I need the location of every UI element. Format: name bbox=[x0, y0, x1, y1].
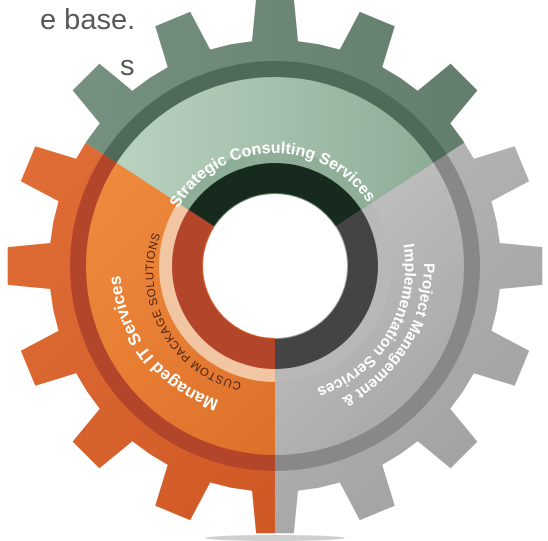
ring-top-rim bbox=[70, 61, 480, 266]
band-strategic-consulting bbox=[86, 77, 464, 266]
gear-center-hole bbox=[203, 194, 347, 338]
hub-ring-gray bbox=[275, 163, 378, 369]
ring-left-rim bbox=[70, 119, 276, 471]
gear-shadow bbox=[205, 535, 345, 541]
band-managed-it bbox=[86, 119, 276, 455]
intro-text-line-1: e base. bbox=[40, 4, 136, 36]
ring-right-rim bbox=[275, 119, 480, 471]
band-project-management bbox=[275, 119, 464, 455]
hub-ring-green bbox=[172, 163, 378, 266]
intro-text-line-2: s bbox=[120, 50, 135, 82]
